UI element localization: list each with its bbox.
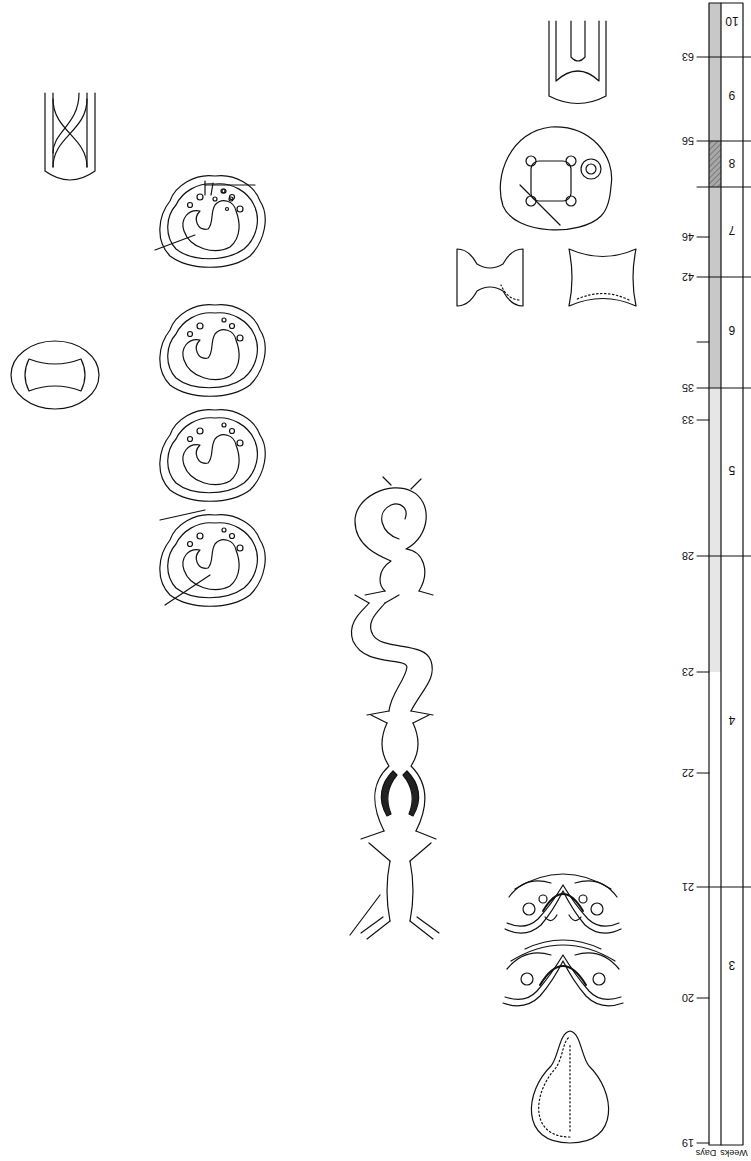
- week-number: 6: [729, 324, 736, 336]
- axis-heading: Days: [696, 1149, 717, 1158]
- week-number: 10: [725, 15, 738, 27]
- week-number: 8: [729, 157, 736, 169]
- axis-heading: Weeks: [720, 1149, 747, 1158]
- day-number: 56: [682, 136, 694, 147]
- day-number: 20: [682, 993, 694, 1004]
- day-number: 35: [682, 383, 694, 394]
- day-number: 19: [682, 1138, 694, 1149]
- day-number: 63: [682, 52, 694, 63]
- day-number: 42: [682, 272, 694, 283]
- day-number: 21: [682, 882, 694, 893]
- week-number: 5: [729, 464, 736, 476]
- day-number: 33: [682, 415, 694, 426]
- day-number: 23: [682, 667, 694, 678]
- day-number: 46: [682, 232, 694, 243]
- week-number: 7: [729, 224, 736, 236]
- week-number: 9: [729, 89, 736, 101]
- day-number: 28: [682, 551, 694, 562]
- week-number: 4: [729, 714, 736, 726]
- week-number: 3: [729, 959, 736, 971]
- day-number: 22: [682, 768, 694, 779]
